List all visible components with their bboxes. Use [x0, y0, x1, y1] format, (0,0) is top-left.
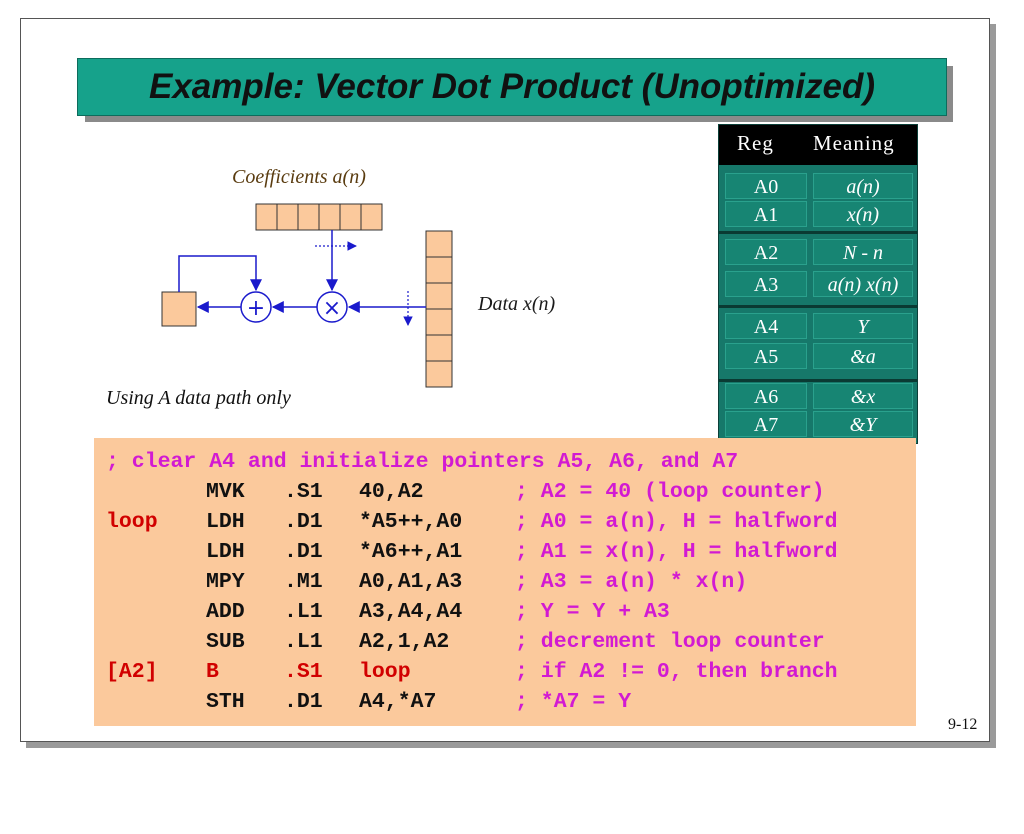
code-line: loop LDH .D1 *A5++,A0 ; A0 = a(n), H = h…	[94, 510, 838, 539]
code-unit: .M1	[284, 570, 323, 594]
code-comment: ; A2 = 40 (loop counter)	[515, 480, 825, 504]
code-operands: *A6++,A1	[359, 540, 463, 564]
code-opcode: MPY	[206, 570, 245, 594]
data-array	[425, 230, 453, 388]
code-opcode: SUB	[206, 630, 245, 654]
register-name: A4	[725, 313, 807, 339]
coefficients-label: Coefficients a(n)	[232, 166, 366, 188]
code-opcode: B	[206, 660, 219, 684]
code-condition: [A2]	[106, 660, 158, 684]
register-meaning: x(n)	[813, 201, 913, 227]
code-line: ADD .L1 A3,A4,A4 ; Y = Y + A3	[94, 600, 670, 629]
code-label: loop	[106, 510, 158, 534]
code-operands: A3,A4,A4	[359, 600, 463, 624]
register-name: A3	[725, 271, 807, 297]
code-line: STH .D1 A4,*A7 ; *A7 = Y	[94, 690, 631, 719]
header-meaning: Meaning	[813, 131, 895, 155]
register-name: A2	[725, 239, 807, 265]
coefficient-cell	[255, 203, 278, 231]
register-meaning: Y	[813, 313, 913, 339]
data-cell	[425, 334, 453, 362]
register-name: A7	[725, 411, 807, 437]
data-path-note: Using A data path only	[106, 387, 291, 409]
data-cell	[425, 308, 453, 336]
code-opcode: ADD	[206, 600, 245, 624]
code-comment: ; *A7 = Y	[515, 690, 632, 714]
register-meaning: N - n	[813, 239, 913, 265]
code-line-branch: [A2] B .S1 loop ; if A2 != 0, then branc…	[94, 660, 838, 689]
code-comment: ; if A2 != 0, then branch	[515, 660, 838, 684]
code-unit: .D1	[284, 690, 323, 714]
register-meaning: &x	[813, 383, 913, 409]
register-meaning: &Y	[813, 411, 913, 437]
code-operands: A4,*A7	[359, 690, 437, 714]
code-comment: ; A1 = x(n), H = halfword	[515, 540, 838, 564]
register-table: Reg Meaning A0 a(n) A1 x(n) A2 N - n A3 …	[718, 124, 918, 444]
accumulator-cell	[161, 291, 197, 327]
coefficient-cell	[276, 203, 299, 231]
code-opcode: MVK	[206, 480, 245, 504]
data-cell	[425, 230, 453, 258]
group-separator	[719, 231, 917, 234]
register-name: A0	[725, 173, 807, 199]
data-cell	[425, 360, 453, 388]
page-number: 9-12	[948, 716, 978, 733]
code-comment: ; clear A4 and initialize pointers A5, A…	[106, 450, 739, 474]
code-opcode: STH	[206, 690, 245, 714]
code-operands: A2,1,A2	[359, 630, 450, 654]
data-cell	[425, 256, 453, 284]
header-reg: Reg	[737, 131, 774, 155]
register-meaning: a(n) x(n)	[813, 271, 913, 297]
group-separator	[719, 305, 917, 308]
code-unit: .L1	[284, 600, 323, 624]
register-name: A1	[725, 201, 807, 227]
code-operands: *A5++,A0	[359, 510, 463, 534]
code-line: SUB .L1 A2,1,A2 ; decrement loop counter	[94, 630, 825, 659]
multiplier-symbol: ×	[323, 296, 341, 321]
dot-product-diagram: + ×	[161, 203, 453, 388]
code-line: LDH .D1 *A6++,A1 ; A1 = x(n), H = halfwo…	[94, 540, 838, 569]
code-operands: A0,A1,A3	[359, 570, 463, 594]
code-comment: ; A3 = a(n) * x(n)	[515, 570, 748, 594]
register-meaning: &a	[813, 343, 913, 369]
code-unit: .D1	[284, 510, 323, 534]
code-unit: .S1	[284, 480, 323, 504]
code-comment: ; A0 = a(n), H = halfword	[515, 510, 838, 534]
register-name: A5	[725, 343, 807, 369]
code-comment: ; Y = Y + A3	[515, 600, 670, 624]
register-meaning: a(n)	[813, 173, 913, 199]
coefficient-array	[255, 203, 383, 231]
code-operands: 40,A2	[359, 480, 424, 504]
group-separator	[719, 379, 917, 382]
feedback-arrow	[178, 255, 262, 292]
code-opcode: LDH	[206, 510, 245, 534]
coefficient-cell	[339, 203, 362, 231]
adder-symbol: +	[247, 296, 265, 321]
code-line: ; clear A4 and initialize pointers A5, A…	[94, 450, 738, 479]
coefficient-cell	[360, 203, 383, 231]
coefficient-cell	[318, 203, 341, 231]
assembly-code-block: ; clear A4 and initialize pointers A5, A…	[94, 438, 916, 726]
register-table-header: Reg Meaning	[719, 125, 917, 165]
code-line: MPY .M1 A0,A1,A3 ; A3 = a(n) * x(n)	[94, 570, 747, 599]
data-label: Data x(n)	[478, 293, 556, 315]
code-unit: .S1	[284, 660, 323, 684]
coefficient-cell	[297, 203, 320, 231]
code-opcode: LDH	[206, 540, 245, 564]
code-operands: loop	[359, 660, 411, 684]
register-name: A6	[725, 383, 807, 409]
code-comment: ; decrement loop counter	[515, 630, 825, 654]
code-unit: .L1	[284, 630, 323, 654]
code-unit: .D1	[284, 540, 323, 564]
code-line: MVK .S1 40,A2 ; A2 = 40 (loop counter)	[94, 480, 825, 509]
data-cell	[425, 282, 453, 310]
slide-title: Example: Vector Dot Product (Unoptimized…	[77, 58, 947, 116]
